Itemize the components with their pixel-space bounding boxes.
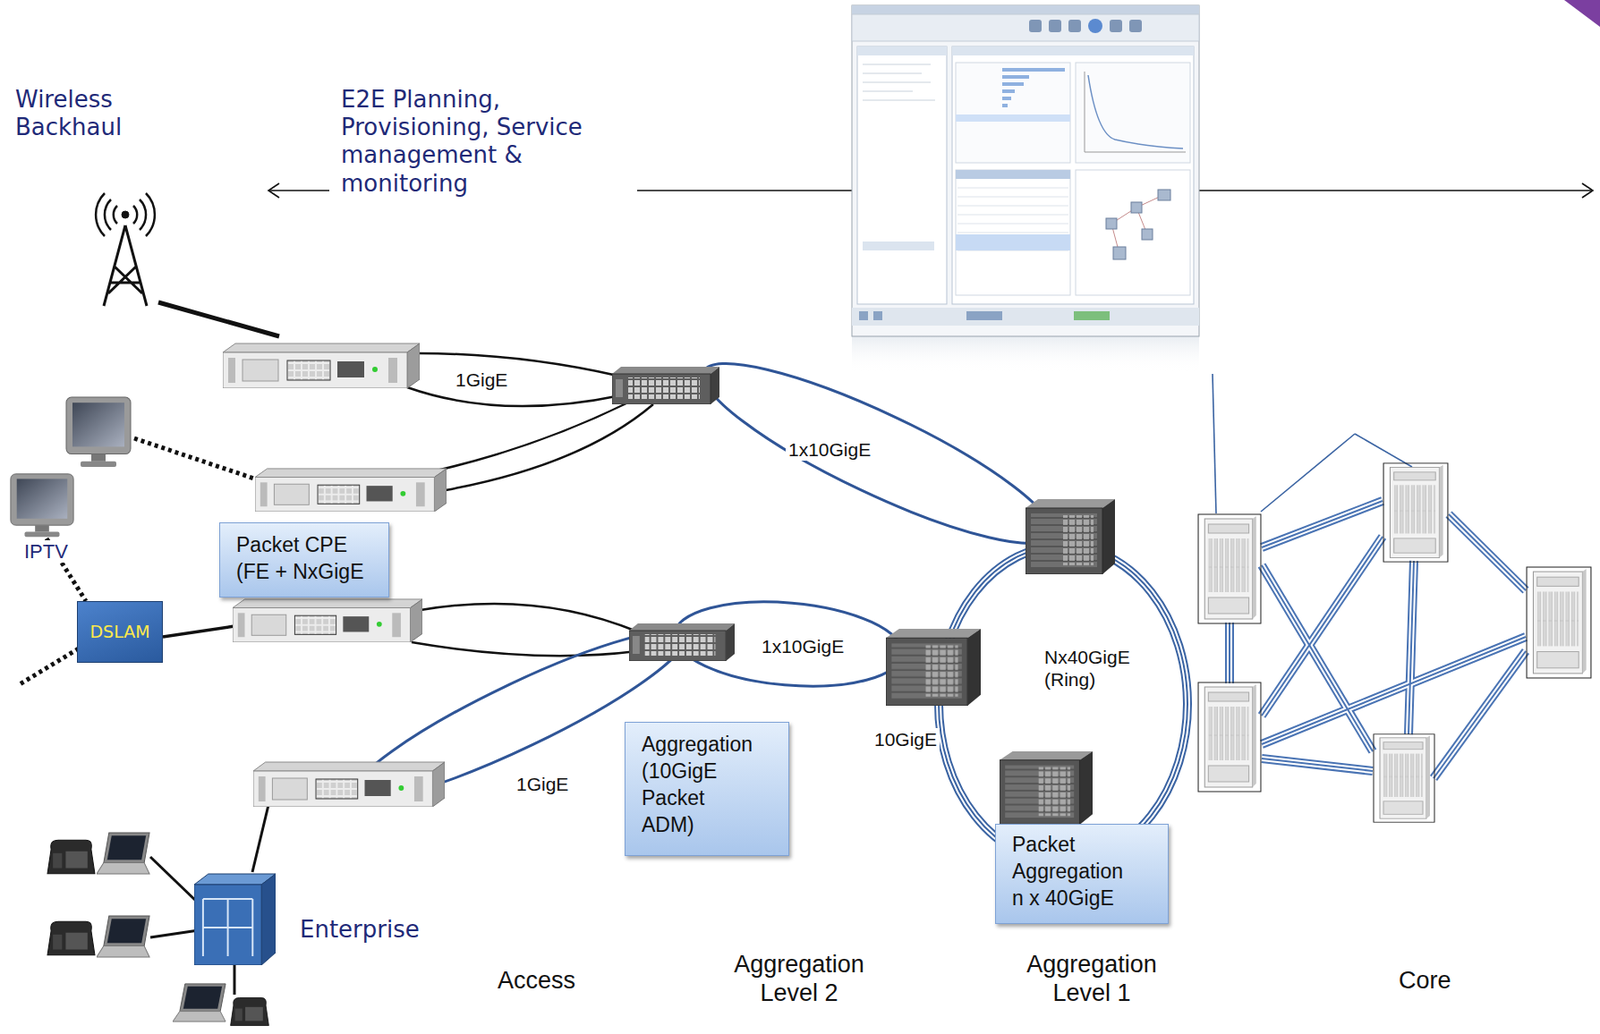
callout-box: Packet CPE (FE + NxGigE [219, 522, 390, 598]
tier-label: Aggregation Level 2 [714, 950, 885, 1009]
callout-box: Aggregation (10GigE Packet ADM) [624, 722, 790, 857]
node-text: Packet CPE (FE + NxGigE [236, 532, 371, 587]
network-device [222, 343, 1592, 826]
node-text: Packet Aggregation n x 40GigE [1012, 832, 1138, 913]
node-text: Aggregation (10GigE Packet ADM) [641, 731, 761, 840]
corner-mark [1564, 0, 1600, 27]
leader-line [1212, 374, 1413, 514]
link-speed: Nx40GigE (Ring) [1041, 646, 1142, 691]
callout-box: Packet Aggregation n x 40GigE [995, 824, 1169, 925]
node-text: DSLAM [89, 621, 150, 643]
link-speed: 1x10GigE [758, 635, 847, 658]
section-title: Enterprise [297, 916, 423, 945]
end-user-device [10, 397, 276, 1026]
ring-40g [938, 545, 1188, 863]
core-link [1229, 501, 1526, 779]
tier-label: Core [1395, 966, 1455, 996]
access-link [150, 302, 654, 996]
wireless-tower [95, 193, 155, 307]
tier-label: Aggregation Level 1 [1006, 950, 1177, 1009]
device-label: IPTV [21, 540, 71, 563]
management-screenshot [851, 5, 1200, 373]
management-note: E2E Planning, Provisioning, Service mana… [338, 85, 625, 198]
link-speed: 1GigE [513, 773, 571, 796]
section-title: Wireless Backhaul [12, 85, 147, 142]
link-speed: 1GigE [452, 368, 511, 392]
dslam-box: DSLAM [76, 601, 163, 664]
link-speed: 10GigE [871, 728, 940, 751]
link-speed: 1x10GigE [785, 438, 874, 461]
tier-label: Access [494, 966, 579, 996]
